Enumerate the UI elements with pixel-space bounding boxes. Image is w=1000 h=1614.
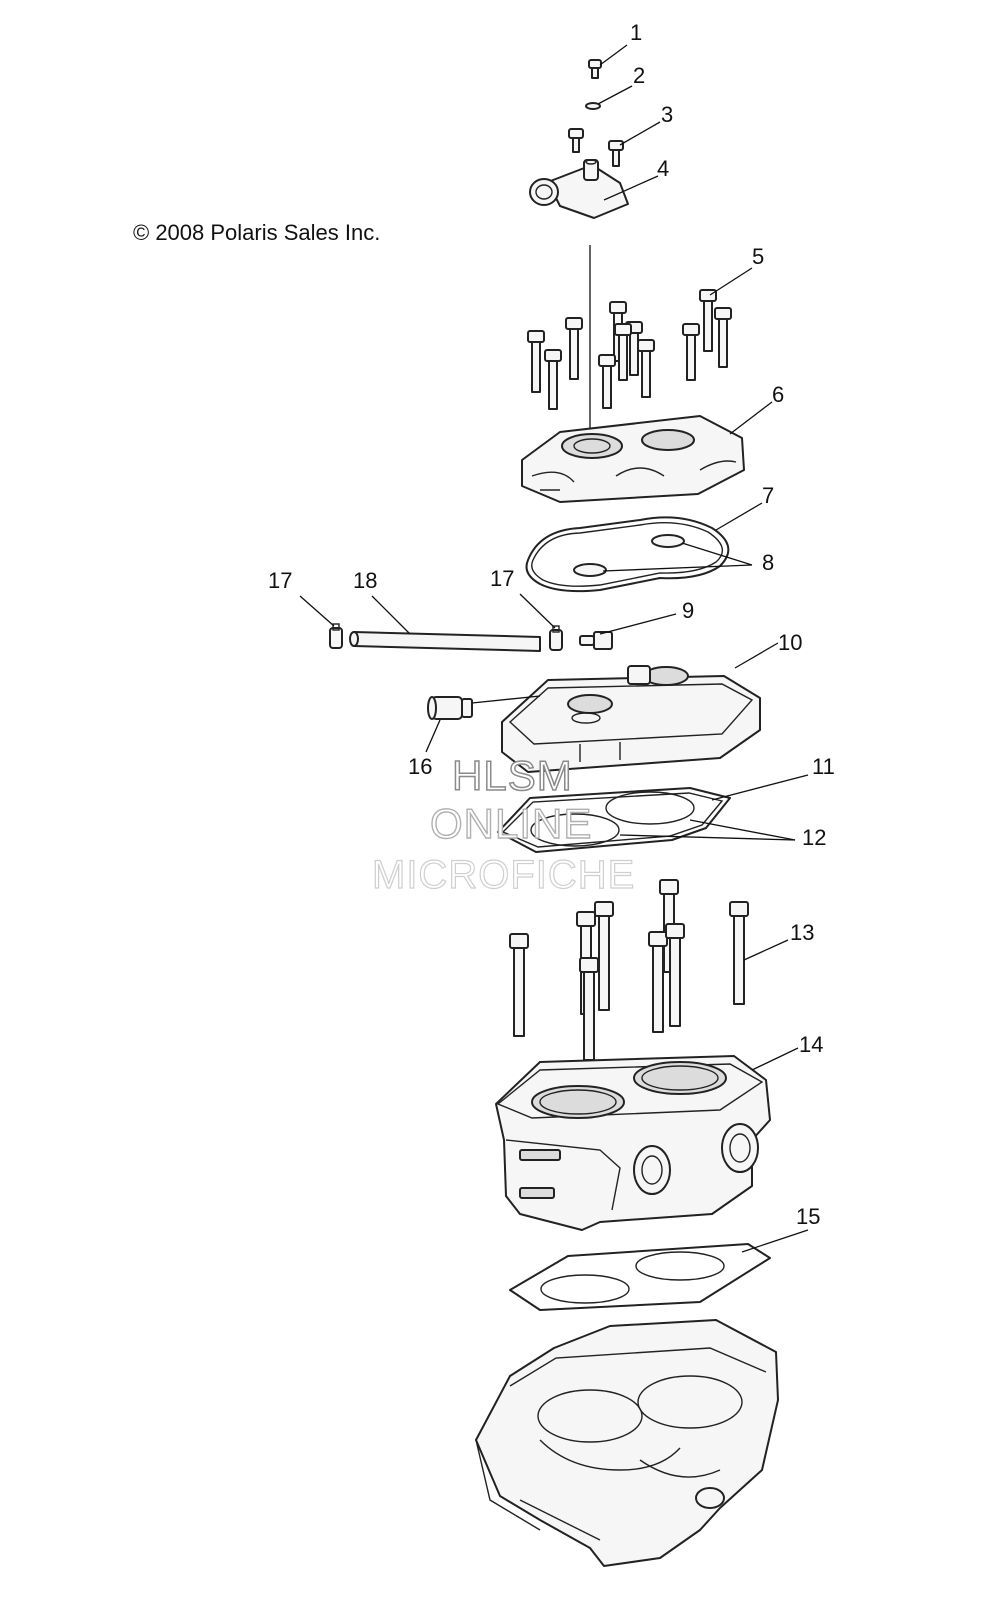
part-4-water-outlet — [529, 159, 659, 219]
part-13-cylinder-bolts — [509, 879, 789, 1061]
part-15-base-gasket — [509, 1229, 809, 1311]
callout-4: 4 — [657, 156, 669, 181]
callout-8: 8 — [762, 550, 774, 575]
part-5-head-bolts — [527, 267, 753, 410]
part-17-clamp-right — [519, 593, 563, 651]
part-7-cover-gasket — [525, 502, 763, 593]
part-17-clamp-left — [299, 595, 343, 649]
callout-15: 15 — [796, 1204, 820, 1229]
callout-5: 5 — [752, 244, 764, 269]
part-14-cylinder-block — [495, 1047, 799, 1231]
callout-6: 6 — [772, 382, 784, 407]
callout-2: 2 — [633, 63, 645, 88]
watermark-line-1: HLSM — [452, 752, 573, 799]
callout-1: 1 — [630, 20, 642, 45]
part-2-washer — [585, 85, 633, 110]
callout-16: 16 — [408, 754, 432, 779]
part-8-o-rings — [573, 534, 753, 577]
callout-11: 11 — [812, 754, 835, 779]
part-1-screw — [588, 44, 628, 79]
copyright-notice: © 2008 Polaris Sales Inc. — [133, 220, 380, 245]
part-6-head-cover — [521, 401, 773, 503]
part-18-hose — [349, 595, 541, 652]
part-12-fire-rings — [530, 791, 796, 847]
watermark-line-3: MICROFICHE — [372, 853, 635, 897]
crankcase — [475, 1319, 779, 1567]
callout-12: 12 — [802, 825, 826, 850]
callout-7: 7 — [762, 483, 774, 508]
callout-17-right: 17 — [490, 566, 514, 591]
part-10-cylinder-head — [501, 642, 779, 773]
callout-17-left: 17 — [268, 568, 292, 593]
callout-14: 14 — [799, 1032, 823, 1057]
callout-13: 13 — [790, 920, 814, 945]
callout-10: 10 — [778, 630, 802, 655]
callout-9: 9 — [682, 598, 694, 623]
part-16-hose-barb — [425, 695, 541, 753]
watermark: HLSM ONLINE MICROFICHE — [371, 751, 635, 897]
part-9-fitting — [579, 613, 677, 650]
part-3-bolts — [568, 121, 661, 167]
callout-18: 18 — [353, 568, 377, 593]
watermark-line-2: ONLINE — [430, 800, 592, 847]
callout-3: 3 — [661, 102, 673, 127]
